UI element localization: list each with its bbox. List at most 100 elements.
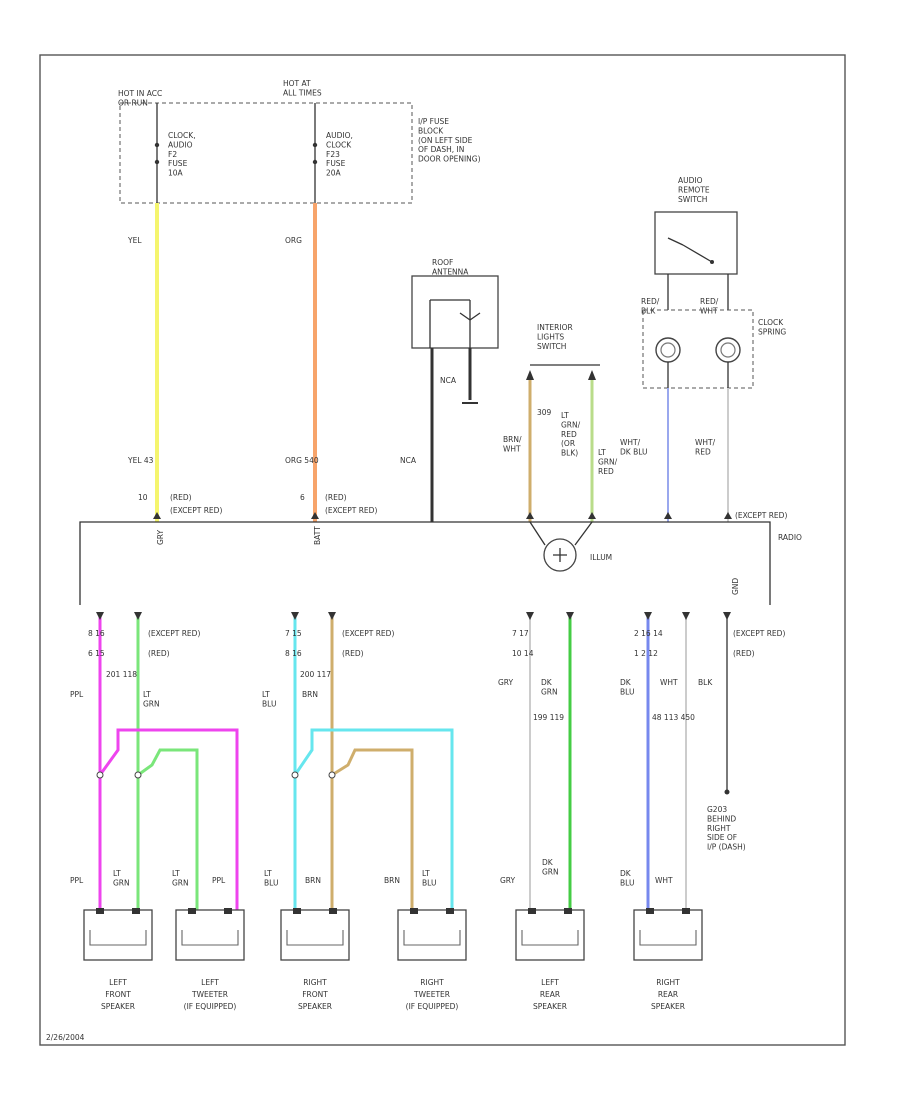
speaker-wires-1: 201 118: [106, 670, 137, 679]
wire-label-wht-b: WHT: [655, 876, 673, 885]
fuse-right-contact-b: [312, 159, 318, 165]
speaker-cone-icon: [89, 930, 147, 946]
speaker-terminal-icon: [96, 908, 104, 914]
fuse-right-contact: [312, 142, 318, 148]
audio-switch-lever-b: [682, 244, 713, 263]
radio-batt-label: BATT: [313, 526, 322, 545]
radio-gray-label: GRY: [156, 529, 165, 545]
radio-right-exc: (EXCEPT RED): [735, 511, 787, 520]
wire-label-org-bot: ORG 540: [285, 456, 319, 465]
speaker-body-icon: [83, 909, 153, 961]
speaker-terminal-icon: [224, 908, 232, 914]
wire-label-ppl-a: PPL: [70, 690, 84, 699]
radio-pin-yel: 10: [138, 493, 148, 502]
wire-label-org-top: ORG: [285, 236, 302, 245]
speaker-cone-icon: [639, 930, 697, 946]
speaker-terminal-icon: [329, 908, 337, 914]
splice-brn-right: [328, 771, 336, 779]
wire-label-red-wht: RED/WHT: [700, 297, 719, 315]
radio-top-connectors: [153, 512, 732, 519]
speaker-cone-icon: [181, 930, 239, 946]
speaker-terminal-icon: [293, 908, 301, 914]
speaker-body-icon: [397, 909, 467, 961]
diagram-code: 2/26/2004: [46, 1033, 85, 1042]
wire-brn-right-tweeter: [331, 748, 414, 910]
wire-label-yel-bot: YEL 43: [127, 456, 154, 465]
wire-label-ppl-b: PPL: [70, 876, 84, 885]
wire-label-brn-b: BRN: [305, 876, 321, 885]
wire-label-nca-b: NCA: [400, 456, 417, 465]
roof-antenna-box: [411, 275, 499, 349]
radio-gnd-label: GND: [731, 578, 740, 595]
illum-lamp-icon: [543, 538, 577, 572]
clock-spring-coil-icon: [655, 337, 681, 363]
speaker-cone-icon: [521, 930, 579, 946]
radio-bottom-connectors: [96, 612, 731, 620]
speaker-pins-3b: 10 14: [512, 649, 534, 658]
wire-label-brn-wht: BRN/WHT: [503, 435, 522, 453]
radio: RADIO ILLUM 10 (RED) (EXCEPT RED) 6 (RED…: [79, 493, 802, 605]
interior-switch-contact-icon-b: [588, 370, 596, 380]
ground-icon: [724, 789, 730, 795]
radio-pin-org: 6: [300, 493, 305, 502]
clock-spring-coil-inner-icon: [660, 342, 676, 358]
speaker-pins-1b: 6 15: [88, 649, 105, 658]
speaker-pins-1-red: (RED): [148, 649, 170, 658]
wire-label-red-blk: RED/BLK: [641, 297, 660, 315]
speaker-terminal-icon: [528, 908, 536, 914]
speaker-cone-icon: [403, 930, 461, 946]
speaker-terminal-icon: [446, 908, 454, 914]
speaker-body-icon: [175, 909, 245, 961]
wire-label-nca-a: NCA: [440, 376, 457, 385]
diagram-frame: [39, 54, 846, 1046]
wire-lt-grn-left-tweeter: [137, 748, 199, 910]
splice-lt-grn-left: [134, 771, 142, 779]
speaker-terminal-icon: [132, 908, 140, 914]
clock-spring-coil-inner-icon-b: [720, 342, 736, 358]
fuse-left-contact-b: [154, 159, 160, 165]
speaker-pins-4-red: (RED): [733, 649, 755, 658]
speaker-pins-1-exc: (EXCEPT RED): [148, 629, 200, 638]
speaker-body-icon: [633, 909, 703, 961]
wire-label-wht-dk-blu: WHT/DK BLU: [620, 438, 648, 456]
wire-label-ppl-c: PPL: [212, 876, 226, 885]
wire-label-blk-a: BLK: [698, 678, 713, 687]
clock-spring-coil-icon-b: [715, 337, 741, 363]
wire-label-brn-a: BRN: [302, 690, 318, 699]
illum-lead-b: [574, 521, 593, 546]
radio-outline: [79, 521, 771, 605]
speaker-pins-2-exc: (EXCEPT RED): [342, 629, 394, 638]
speaker-wires-2: 200 117: [300, 670, 331, 679]
wire-label-gry-b: GRY: [500, 876, 516, 885]
radio-pin-org-exc: (EXCEPT RED): [325, 506, 377, 515]
audio-switch-pivot: [710, 260, 714, 264]
speaker-pins-2b: 8 16: [285, 649, 302, 658]
wire-label-brn-wht-num: 309: [537, 408, 552, 417]
wire-label-brn-c: BRN: [384, 876, 400, 885]
speaker-cone-icon: [286, 930, 344, 946]
illum-lead-a: [529, 521, 546, 546]
